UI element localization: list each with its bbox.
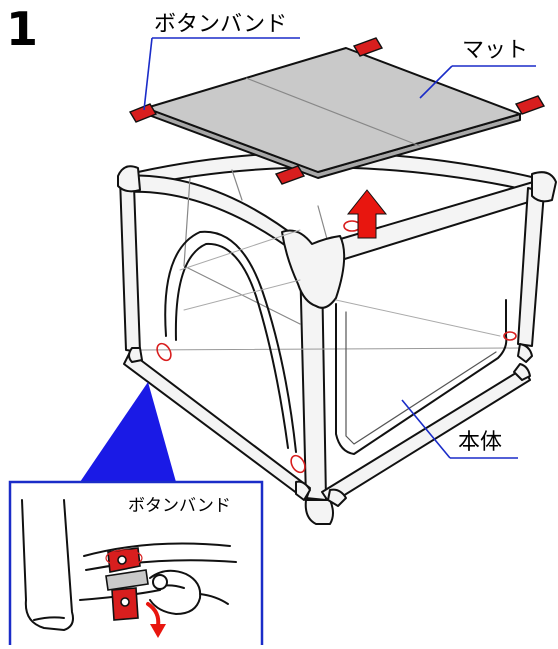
curved-down-arrow-icon — [146, 602, 166, 638]
zoom-pointer-triangle — [80, 382, 176, 482]
mat-label: マット — [462, 38, 529, 63]
inset-button-band — [105, 547, 149, 621]
body-band-marks — [156, 220, 517, 474]
playpen-body — [117, 151, 557, 525]
up-arrow-icon — [346, 189, 388, 239]
step-number: 1 — [6, 2, 39, 56]
body-label: 本体 — [458, 430, 503, 455]
mat — [145, 47, 521, 179]
button-band-label: ボタンバンド — [154, 12, 288, 37]
inset-button-band-label: ボタンバンド — [128, 496, 231, 516]
mat-button-bands — [128, 37, 546, 185]
